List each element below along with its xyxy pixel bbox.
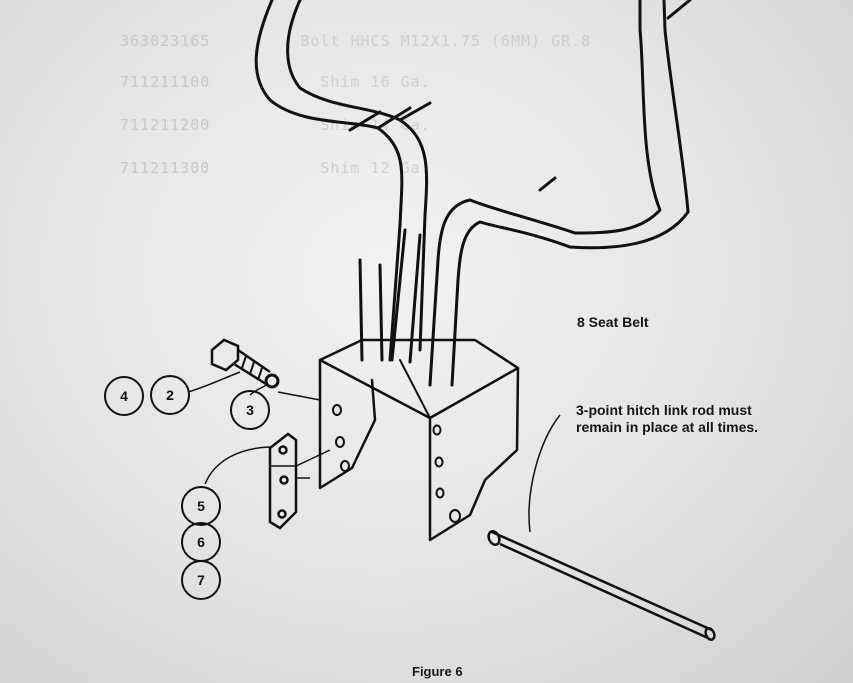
bracket-top — [318, 338, 520, 420]
ghost-part-3: 711211200 — [120, 116, 211, 134]
ghost-row-2: 711211100 Shim 16 Ga. — [120, 73, 431, 91]
hole — [449, 509, 461, 523]
frame-center-post — [358, 258, 384, 362]
ghost-part-1: 363023165 — [120, 32, 211, 50]
figure-caption: Figure 6 — [412, 664, 463, 679]
ghost-desc-2: Shim 16 Ga. — [320, 73, 431, 91]
assembly-line — [277, 391, 321, 401]
frame-lower-tube — [428, 198, 577, 387]
callout-4: 4 — [104, 376, 144, 416]
callout-6: 6 — [181, 522, 221, 562]
frame-top-edge-right — [666, 0, 692, 20]
ghost-desc-1: Bolt HHCS M12X1.75 (6MM) GR.8 — [300, 32, 592, 50]
bracket-front-face — [428, 366, 520, 542]
ghost-part-4: 711211300 — [120, 159, 211, 177]
frame-right-upright-outer — [573, 0, 662, 235]
hitch-rod-drawing — [487, 530, 716, 641]
callout-3: 3 — [230, 390, 270, 430]
leader-line-2 — [187, 371, 241, 393]
leader-line-5 — [204, 446, 271, 485]
frame-right-upright-inner — [568, 0, 690, 250]
seat-belt-label: 8 Seat Belt — [577, 314, 649, 330]
hole — [432, 424, 442, 436]
bracket-left-face — [318, 358, 377, 490]
shim-plate-drawing — [268, 432, 298, 530]
hole — [335, 436, 345, 448]
callout-7: 7 — [181, 560, 221, 600]
ghost-row-1: 363023165 Bolt HHCS M12X1.75 (6MM) GR.8 — [120, 32, 591, 50]
assembly-line — [270, 449, 331, 467]
hole — [434, 456, 444, 468]
hole — [332, 404, 342, 416]
washer-drawing — [264, 373, 280, 389]
frame-tube-inner — [286, 0, 429, 352]
bolt-drawing — [210, 338, 271, 386]
bracket-inner-edge — [361, 339, 431, 419]
hitch-note-line-2: remain in place at all times. — [576, 419, 759, 435]
callout-2: 2 — [150, 375, 190, 415]
frame-diagonal-seam — [348, 110, 557, 192]
callout-5: 5 — [181, 486, 221, 526]
hitch-rod-note: 3-point hitch link rod must remain in pl… — [576, 402, 758, 436]
frame-lower-tube-inner — [450, 220, 572, 387]
hole — [340, 460, 350, 472]
hitch-note-line-1: 3-point hitch link rod must — [576, 402, 752, 418]
ghost-part-2: 711211100 — [120, 73, 211, 91]
hole — [435, 487, 445, 499]
frame-tube-crossbar — [376, 101, 432, 130]
leader-line-hitch — [528, 414, 561, 533]
frame-tube-outer — [254, 0, 404, 362]
